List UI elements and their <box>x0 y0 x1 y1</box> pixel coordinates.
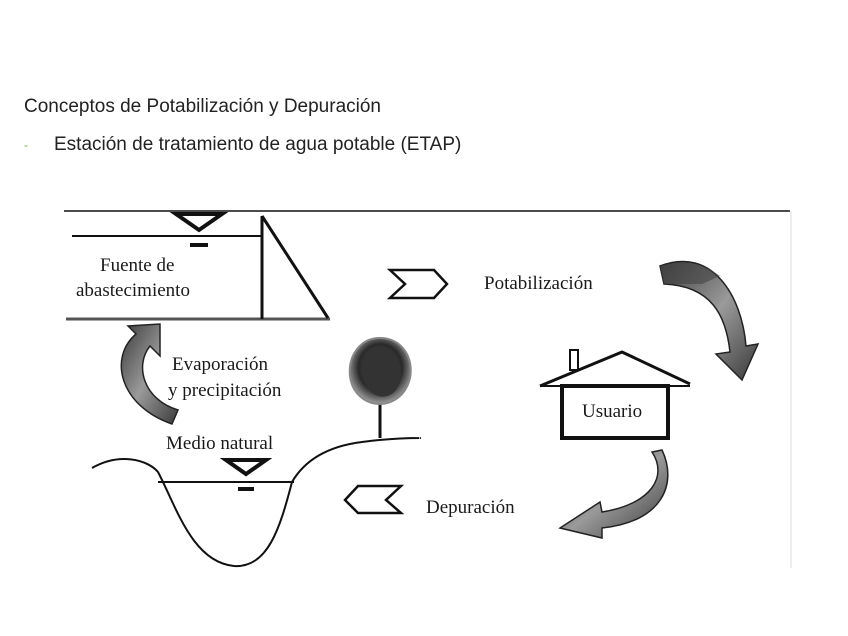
curved-arrow-evaporacion <box>120 323 180 425</box>
label-medio-natural: Medio natural <box>166 433 274 454</box>
diagram-graphics <box>64 210 792 568</box>
label-source-line2: abastecimiento <box>76 280 190 301</box>
label-evaporacion-line2: y precipitación <box>168 380 282 401</box>
slide-title: Conceptos de Potabilización y Depuración <box>24 96 381 117</box>
label-potabilizacion: Potabilización <box>484 273 593 294</box>
chevron-left-icon <box>343 484 405 515</box>
label-depuracion: Depuración <box>426 497 515 518</box>
water-cycle-diagram: Fuente de abastecimiento Potabilización … <box>62 206 792 570</box>
bullet-dash-icon: - <box>24 137 28 152</box>
water-level-icon <box>169 212 229 233</box>
chevron-right-icon <box>386 268 449 300</box>
terrain-line <box>91 437 422 568</box>
label-usuario: Usuario <box>582 401 643 422</box>
source-reservoir <box>66 212 330 321</box>
bullet-text: Estación de tratamiento de agua potable … <box>54 134 462 155</box>
water-level-icon-natural <box>219 458 273 477</box>
label-evaporacion-line1: Evaporación <box>172 354 269 375</box>
label-source-line1: Fuente de <box>100 255 175 276</box>
bullet-item: - Estación de tratamiento de agua potable… <box>24 134 461 156</box>
curved-arrow-depuracion <box>558 449 669 539</box>
house-chimney <box>569 349 579 371</box>
user-house <box>539 349 691 440</box>
tree-icon <box>348 336 412 438</box>
